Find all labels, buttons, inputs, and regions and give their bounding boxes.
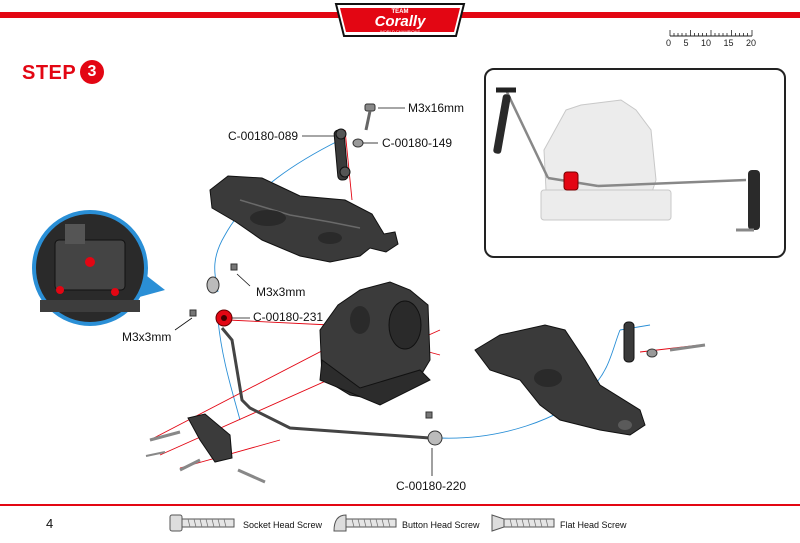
logo-name-text: Corally [375,13,427,30]
legend-button-head-screw: Button Head Screw [402,520,480,530]
bracket-screws [145,430,266,484]
scale-labels: 0 5 10 15 20 [666,38,756,48]
logo-team-text: TEAM [392,9,409,15]
step-label: STEP [22,62,77,84]
detail-zoom-circle [32,210,165,326]
scale-tick-15: 15 [723,38,734,48]
red-collar [215,309,233,327]
label-m3x3-left: M3x3mm [122,330,172,344]
step-number: 3 [80,60,104,84]
logo-tagline-text: WORLD CHAMPIONS [380,29,421,34]
legend-socket-head-screw: Socket Head Screw [243,520,323,530]
label-c-00180-220: C-00180-220 [396,479,467,493]
ball-end-231 [206,276,220,294]
page-number: 4 [46,516,54,531]
ball-stud [352,138,364,148]
scale-tick-5: 5 [683,38,689,48]
bar-mount-bracket [187,413,233,463]
label-c-00180-231: C-00180-231 [253,310,324,324]
scale-ruler [669,30,753,37]
label-c-00180-089: C-00180-089 [228,129,299,143]
screw-m3x16 [364,103,376,131]
footer-red-line [0,504,800,506]
right-arm-link [623,321,706,363]
scale-tick-10: 10 [700,38,711,48]
upper-suspension-arm [209,175,399,263]
label-m3x16: M3x16mm [408,101,465,115]
inset-illustration [493,87,760,232]
corally-logo: TEAM Corally WORLD CHAMPIONS [334,3,466,37]
red-guide-line [344,129,353,201]
legend-flat-head-screw: Flat Head Screw [560,520,627,530]
label-c-00180-149: C-00180-149 [382,136,453,150]
button-head-screw-icon [333,514,397,532]
ball-joint-rod [333,128,351,181]
inset-detail-view [484,68,786,258]
flat-head-screw-icon [491,514,555,532]
socket-head-screw-icon [169,514,235,532]
scale-tick-20: 20 [745,38,756,48]
ball-end-220 [425,411,443,446]
differential-housing [319,281,431,406]
label-m3x3-upper: M3x3mm [256,285,306,299]
anti-roll-bar [220,327,431,440]
header: TEAM Corally WORLD CHAMPIONS [0,0,800,40]
blue-guide-line [217,319,241,421]
set-screw-upper [230,263,238,271]
scale-tick-0: 0 [666,38,672,48]
lower-suspension-arm [474,324,646,436]
set-screw-left [189,309,197,317]
